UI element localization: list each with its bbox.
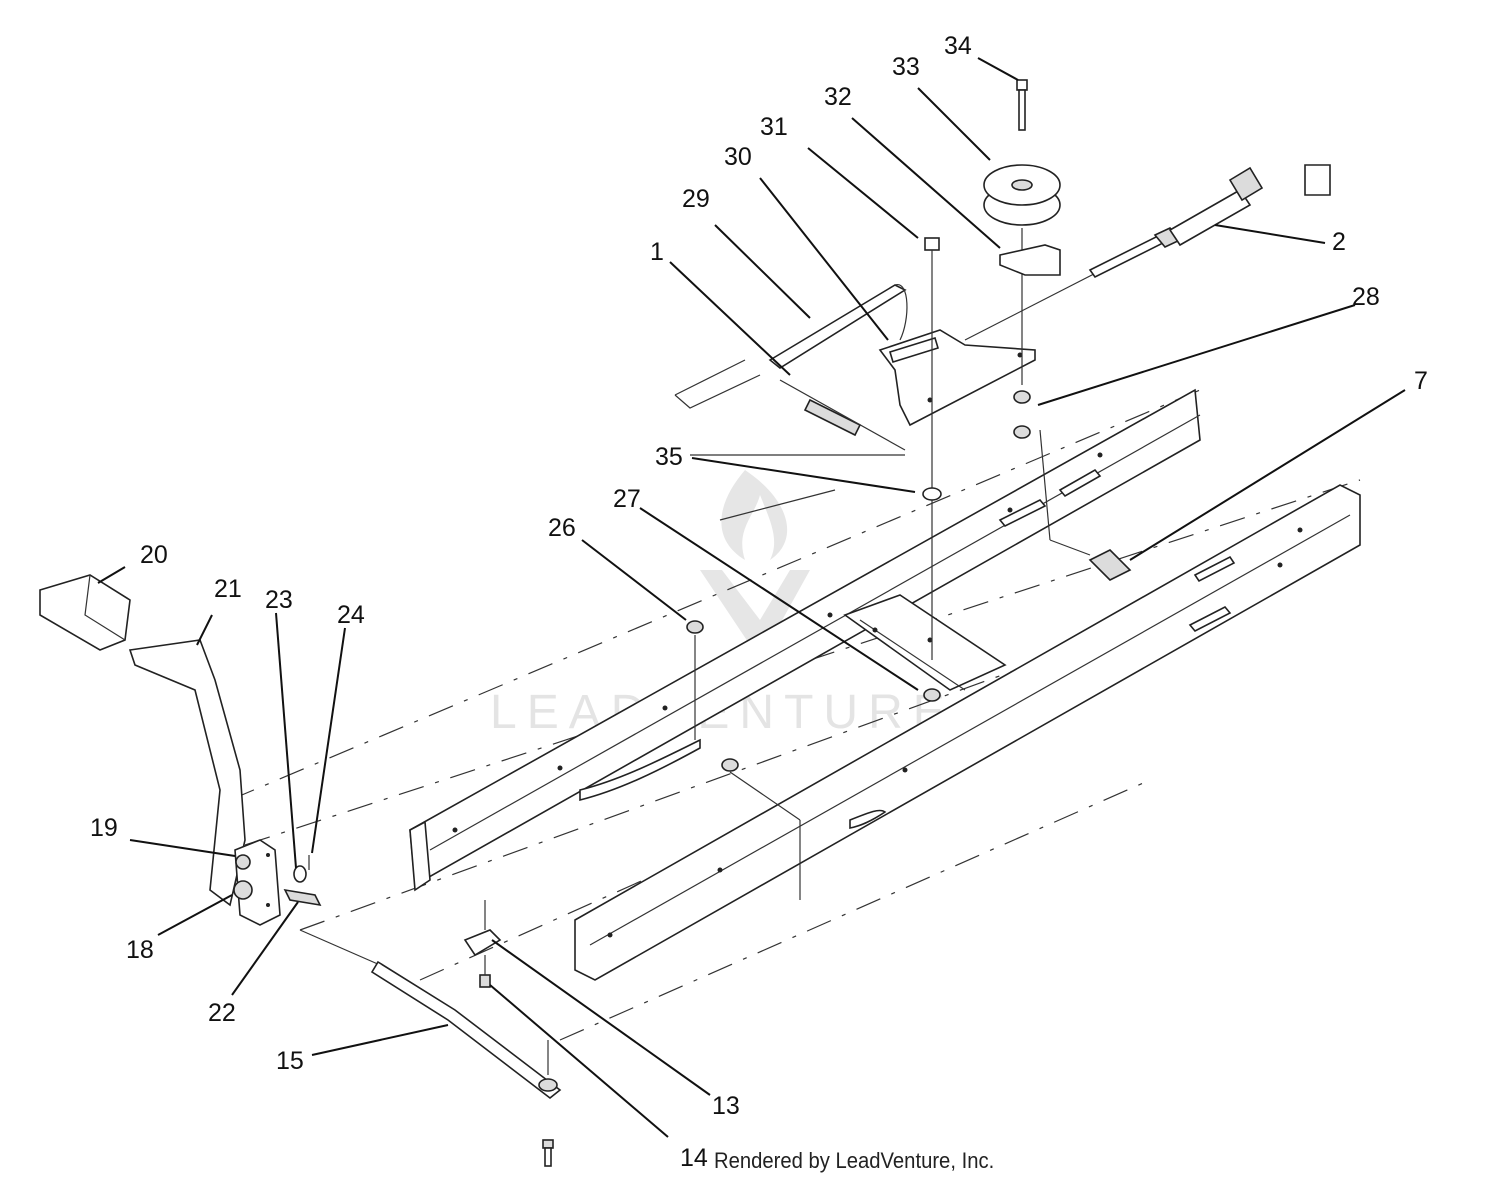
callout-13: 13 (712, 1092, 740, 1120)
callout-20: 20 (140, 541, 168, 569)
cross-member (843, 594, 1007, 691)
spring-1 (674, 359, 906, 451)
callout-29: 29 (682, 185, 710, 213)
callout-24: 24 (337, 601, 365, 629)
clip-13 (463, 900, 502, 957)
callout-2: 2 (1332, 228, 1346, 256)
callout-7: 7 (1414, 367, 1428, 395)
nut-lower (721, 758, 801, 900)
footer-credit: Rendered by LeadVenture, Inc. (714, 1148, 995, 1173)
callout-14: 14 (680, 1144, 708, 1172)
callout-31: 31 (760, 113, 788, 141)
washer-35 (922, 487, 942, 501)
callout-22: 22 (208, 999, 236, 1027)
callout-21: 21 (214, 575, 242, 603)
bolt-31 (924, 237, 940, 660)
callout-34: 34 (944, 32, 972, 60)
nut-26 (686, 620, 704, 740)
callout-19: 19 (90, 814, 118, 842)
rod-29 (768, 284, 908, 369)
callout-23: 23 (265, 586, 293, 614)
bolt-14 (479, 955, 491, 988)
idler-bracket (878, 329, 1036, 427)
tension-rod (964, 164, 1331, 341)
bolt-22 (283, 888, 322, 907)
washer-23 (293, 865, 307, 883)
nut-27 (923, 688, 941, 702)
callout-18: 18 (126, 936, 154, 964)
bolt-34 (1016, 79, 1028, 131)
pedal-hub (233, 839, 281, 926)
nuts-28 (1013, 390, 1051, 541)
leader-lines (97, 57, 1406, 1138)
watermark-logo (700, 470, 810, 660)
brake-pedal-21 (128, 639, 246, 907)
pedal-pad-20 (39, 574, 131, 651)
callout-33: 33 (892, 53, 920, 81)
callout-15: 15 (276, 1047, 304, 1075)
callout-28: 28 (1352, 283, 1380, 311)
callout-27: 27 (613, 485, 641, 513)
spring-7 (1049, 539, 1132, 581)
callout-26: 26 (548, 514, 576, 542)
bracket-32 (999, 244, 1061, 276)
left-frame-rail (409, 388, 1201, 892)
right-frame-rail (574, 484, 1361, 981)
callout-30: 30 (724, 143, 752, 171)
idler-pulley (983, 164, 1061, 385)
callout-1: 1 (650, 238, 664, 266)
callout-32: 32 (824, 83, 852, 111)
bolt-bottom (542, 1139, 554, 1167)
brake-rod-15 (299, 929, 562, 1100)
callout-35: 35 (655, 443, 683, 471)
